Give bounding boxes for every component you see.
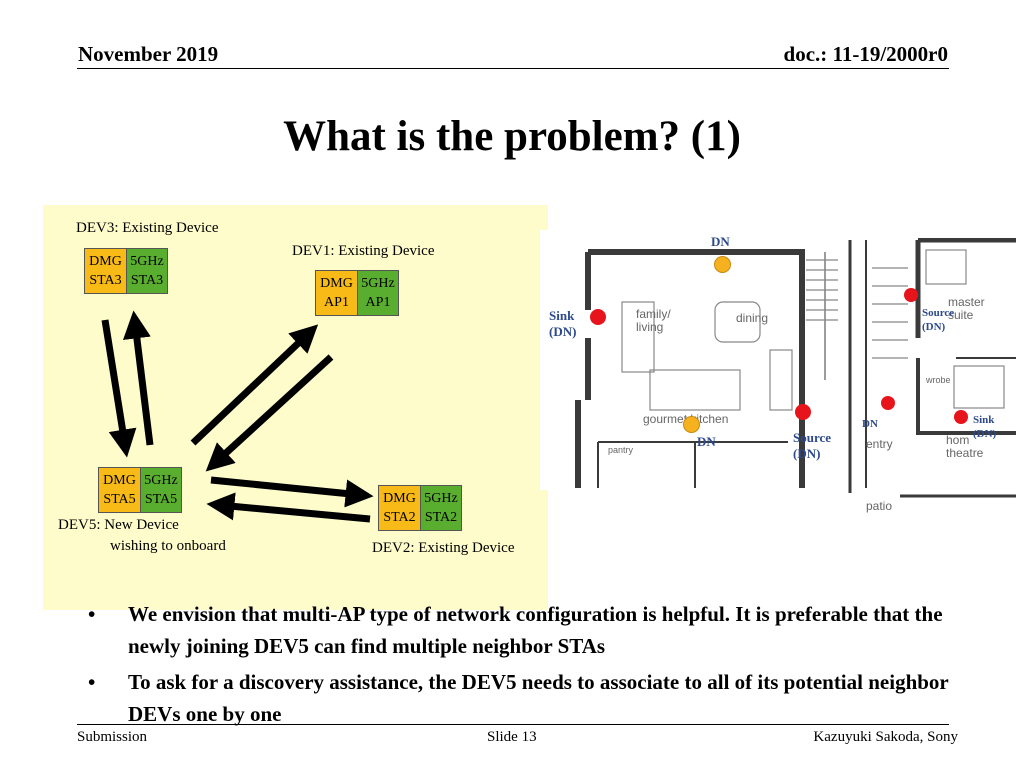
marker-source-mid-label: Source(DN) (793, 430, 832, 461)
dev2-label: DEV2: Existing Device (372, 540, 515, 556)
room-entry: entry (866, 437, 893, 451)
arrow-dev3-to-dev5 (101, 319, 137, 458)
arrow-dev1-to-dev5 (205, 354, 334, 472)
room-wrobe: wrobe (926, 375, 951, 385)
marker-sink-left-label: Sink(DN) (549, 308, 577, 339)
dev5-label-line2: wishing to onboard (110, 538, 226, 554)
room-patio: patio (866, 499, 893, 513)
marker-dn-entry-label: DN (862, 418, 878, 430)
arrow-dev5-to-dev1 (190, 324, 319, 446)
dev3-label: DEV3: Existing Device (76, 220, 219, 236)
header-rule (77, 68, 949, 69)
room-pantry: pantry (608, 445, 634, 455)
source-device-mid (795, 404, 811, 420)
bullet-text: To ask for a discovery assistance, the D… (128, 670, 949, 726)
sink-device-right (954, 410, 968, 424)
slide-title: What is the problem? (1) (283, 113, 741, 160)
room-dining: dining (736, 311, 769, 325)
footer-submission: Submission (77, 729, 148, 745)
bullet-list: • We envision that multi-AP type of netw… (82, 598, 962, 734)
sink-device-left (590, 309, 606, 325)
dn-device-top (714, 256, 731, 273)
dev1-label: DEV1: Existing Device (292, 243, 435, 259)
footer-rule (77, 724, 949, 725)
marker-sink-right-label: Sink(DN) (973, 414, 997, 440)
bullet-item: • To ask for a discovery assistance, the… (88, 670, 949, 726)
footer-slide-number: Slide 13 (487, 729, 537, 745)
footer-author: Kazuyuki Sakoda, Sony (813, 729, 958, 745)
bullet-text: We envision that multi-AP type of networ… (128, 602, 943, 658)
room-family-living: family/living (636, 307, 671, 334)
floorplan-main: family/living dining gourmet kitchen pan… (540, 230, 848, 490)
header-date: November 2019 (78, 42, 219, 66)
source-device-right (904, 288, 918, 302)
dev5-label: DEV5: New Device (58, 517, 179, 533)
arrow-dev2-to-dev5 (206, 492, 371, 523)
arrow-dev5-to-dev3 (122, 310, 154, 446)
link-arrows (101, 310, 374, 523)
arrow-dev5-to-dev2 (210, 476, 374, 508)
marker-dn-bottom-label: DN (697, 434, 716, 449)
marker-dn-top-label: DN (711, 234, 730, 249)
floorplan-right-walls (848, 238, 1016, 498)
dn-device-bottom (683, 416, 700, 433)
marker-source-right-label: Source(DN) (922, 307, 955, 333)
device-entry (881, 396, 895, 410)
header-doc-id: doc.: 11-19/2000r0 (783, 42, 948, 66)
bullet-item: • We envision that multi-AP type of netw… (88, 602, 943, 658)
